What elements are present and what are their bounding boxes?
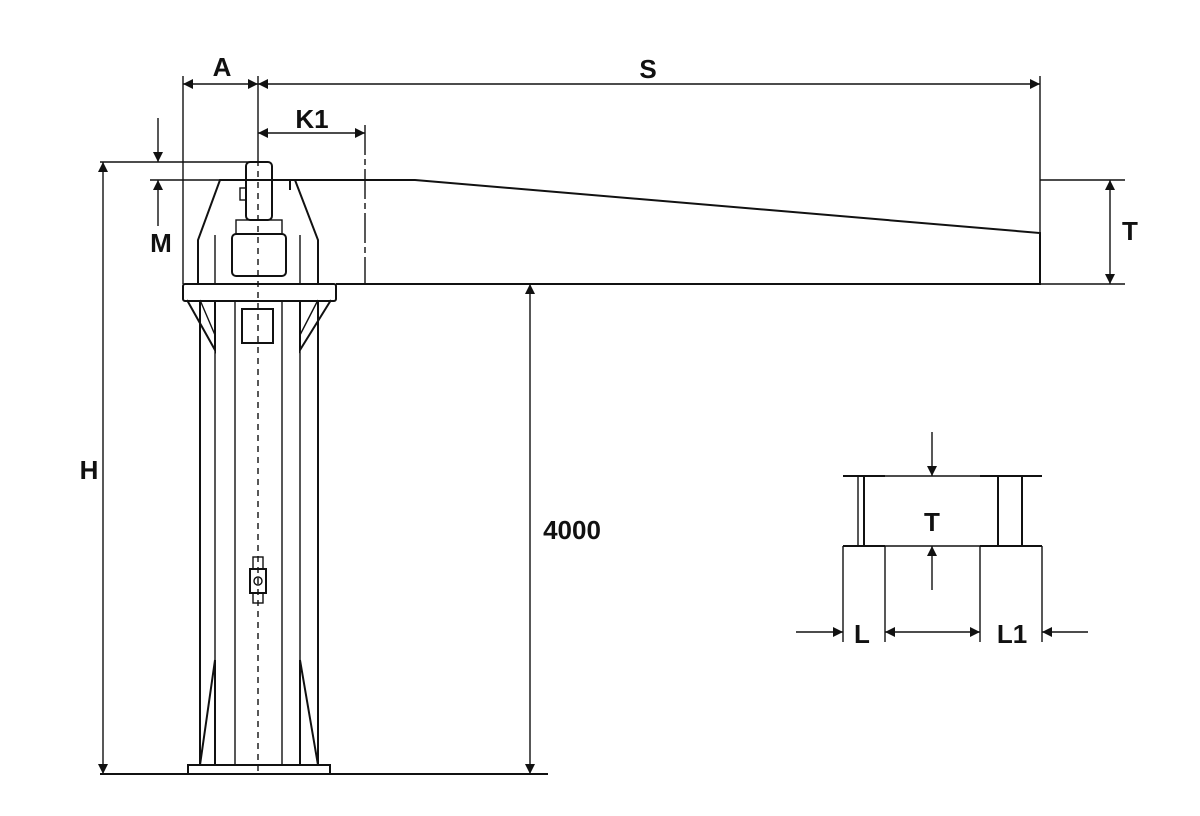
label-a: A: [213, 52, 232, 82]
label-h: H: [80, 455, 99, 485]
label-t-beam: T: [1122, 216, 1138, 246]
label-m: M: [150, 228, 172, 258]
jib-beam: [289, 179, 1041, 285]
label-s: S: [639, 54, 656, 84]
label-t-section: T: [924, 507, 940, 537]
label-l: L: [854, 619, 870, 649]
crane-column: [100, 160, 548, 775]
label-height-value: 4000: [543, 515, 601, 545]
beam-cross-section: [796, 432, 1088, 642]
label-l1: L1: [997, 619, 1027, 649]
label-k1: K1: [295, 104, 328, 134]
dimension-lines: [98, 76, 1125, 774]
